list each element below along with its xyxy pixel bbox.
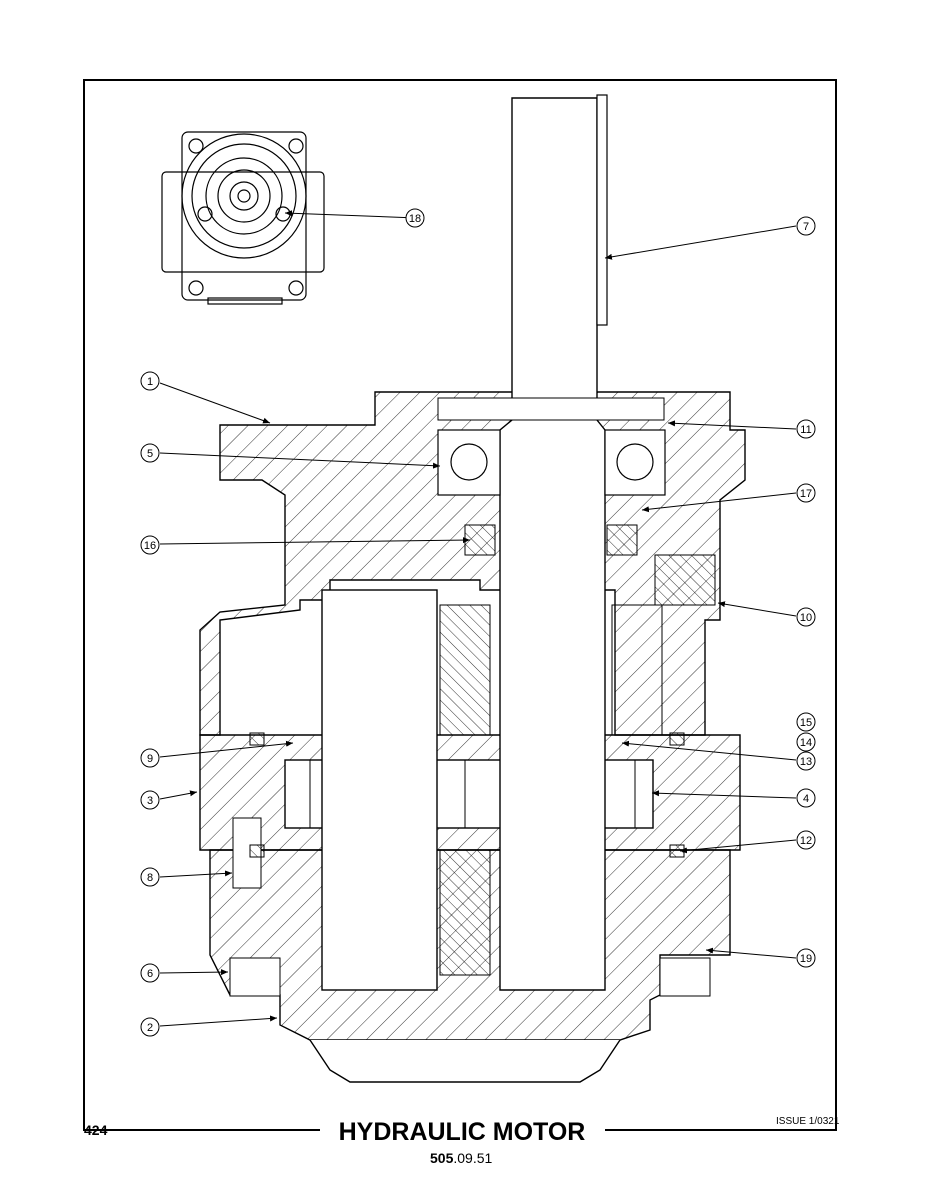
callout-19: 19 (796, 948, 816, 968)
callout-3: 3 (140, 790, 160, 810)
bushing (439, 604, 491, 736)
callout-17: 17 (796, 483, 816, 503)
callout-9: 9 (140, 748, 160, 768)
svg-text:5: 5 (147, 448, 153, 460)
svg-text:13: 13 (800, 756, 812, 768)
callout-18: 18 (405, 208, 425, 228)
ball-bearing (437, 429, 666, 496)
callout-15: 15 (796, 712, 816, 732)
callout-14: 14 (796, 732, 816, 752)
end-view (161, 131, 325, 305)
callout-2: 2 (140, 1017, 160, 1037)
page-number: 424 (84, 1122, 108, 1138)
callout-8: 8 (140, 867, 160, 887)
doc-ref-rest: .09.51 (453, 1150, 493, 1166)
svg-text:2: 2 (147, 1022, 153, 1034)
bolt-head (659, 957, 711, 997)
callout-4: 4 (796, 788, 816, 808)
seal-fitting (654, 554, 716, 606)
doc-ref-bold: 505 (430, 1150, 454, 1166)
svg-text:11: 11 (800, 424, 811, 436)
svg-text:10: 10 (800, 612, 812, 624)
leader-lines (159, 210, 797, 1027)
callout-1: 1 (140, 371, 160, 391)
left-gear-shaft (321, 589, 438, 991)
svg-text:19: 19 (800, 953, 812, 965)
drawing-title: HYDRAULIC MOTOR (339, 1118, 586, 1146)
svg-text:14: 14 (800, 737, 812, 749)
svg-text:1: 1 (147, 376, 153, 388)
bottom-cap (309, 1039, 621, 1083)
svg-text:4: 4 (803, 793, 809, 805)
callout-12: 12 (796, 830, 816, 850)
bushing (439, 849, 491, 976)
callout-16: 16 (140, 535, 160, 555)
svg-text:3: 3 (147, 795, 153, 807)
needle-bearing (464, 524, 638, 556)
svg-text:18: 18 (409, 213, 421, 225)
callout-5: 5 (140, 443, 160, 463)
callout-10: 10 (796, 607, 816, 627)
svg-text:17: 17 (800, 488, 812, 500)
svg-text:12: 12 (800, 835, 812, 847)
svg-text:6: 6 (147, 968, 153, 980)
svg-text:15: 15 (800, 717, 812, 729)
callout-7: 7 (796, 216, 816, 236)
issue-label: ISSUE 1/0321 (776, 1116, 840, 1127)
svg-text:9: 9 (147, 753, 153, 765)
bushing (611, 604, 663, 736)
bolt-head (229, 957, 281, 997)
retaining-ring (437, 397, 665, 421)
callout-6: 6 (140, 963, 160, 983)
svg-text:8: 8 (147, 872, 153, 884)
callout-13: 13 (796, 751, 816, 771)
callout-11: 11 (796, 419, 816, 439)
svg-text:7: 7 (803, 221, 809, 233)
document-reference: 505.09.51 (430, 1150, 492, 1166)
drive-shaft (499, 97, 606, 991)
svg-text:16: 16 (144, 540, 156, 552)
